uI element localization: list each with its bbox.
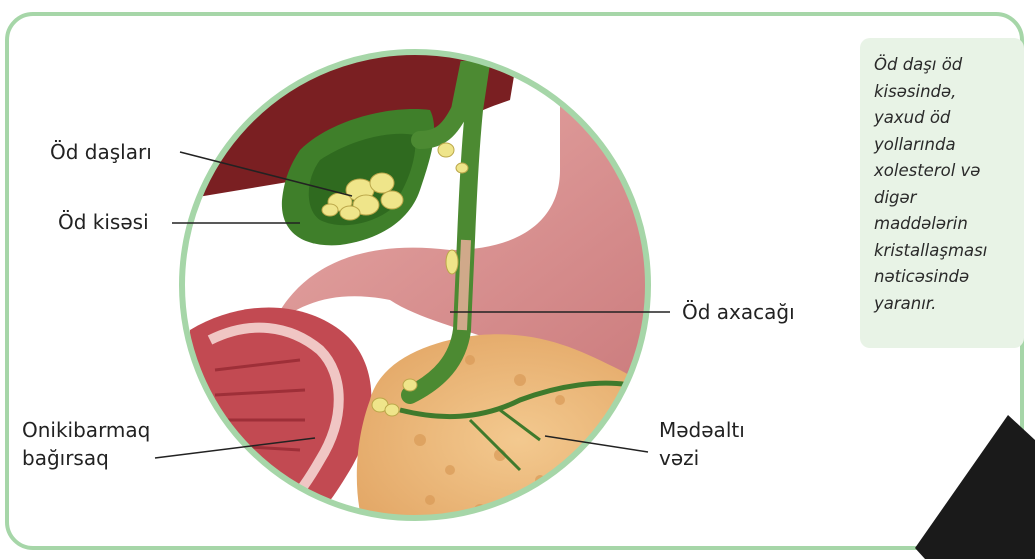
label-gallbladder: Öd kisəsi (58, 209, 149, 235)
watermark-stroke (915, 415, 1035, 559)
label-duodenum-line2: bağırsaq (22, 445, 109, 471)
label-duodenum-line1: Onikibarmaq (22, 417, 150, 443)
detail-circle-content (150, 40, 690, 545)
label-pancreas-line1: Mədəaltı (659, 417, 745, 443)
label-gallstones: Öd daşları (50, 139, 152, 165)
label-bile-duct: Öd axacağı (682, 299, 795, 325)
info-note: Öd daşı öd kisəsində, yaxud öd yollarınd… (860, 38, 1024, 348)
label-pancreas-line2: vəzi (659, 445, 699, 471)
